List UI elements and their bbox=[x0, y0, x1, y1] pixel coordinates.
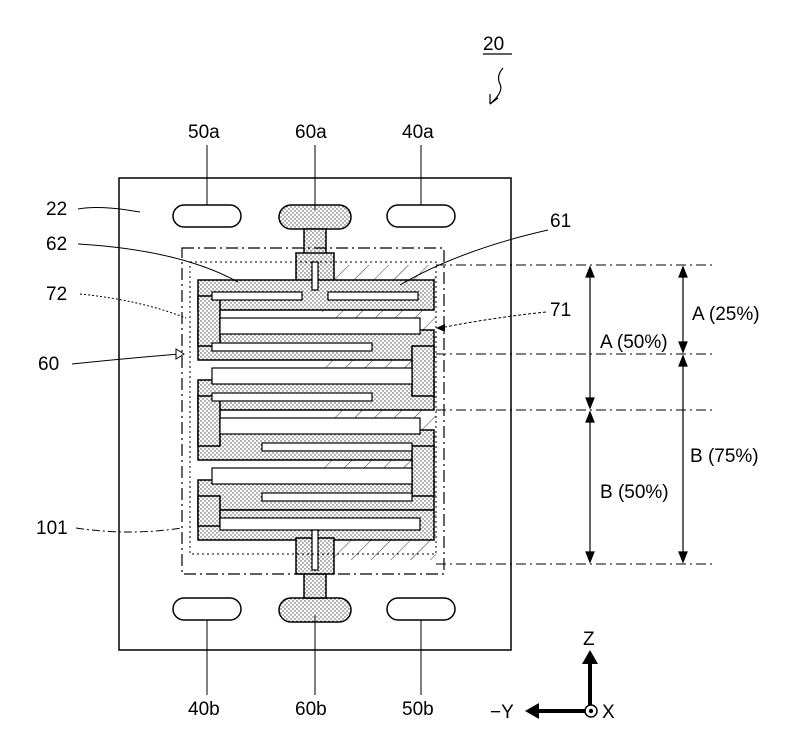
y-arrow bbox=[525, 703, 539, 719]
gap bbox=[212, 368, 412, 384]
label-61: 61 bbox=[550, 211, 571, 232]
label-22: 22 bbox=[46, 199, 67, 220]
label-40a: 40a bbox=[402, 122, 434, 143]
gap bbox=[328, 292, 418, 300]
figure-number: 20 bbox=[483, 34, 504, 55]
gap bbox=[312, 530, 318, 570]
gap bbox=[220, 518, 420, 530]
gap bbox=[262, 443, 412, 451]
label-60a: 60a bbox=[295, 122, 327, 143]
label-60b: 60b bbox=[295, 699, 327, 720]
label-72: 72 bbox=[46, 284, 67, 305]
label-40b: 40b bbox=[188, 699, 220, 720]
gap bbox=[262, 493, 412, 501]
x-axis-label: X bbox=[602, 702, 615, 723]
trace-turn-left-2 bbox=[198, 396, 220, 446]
arrow-head bbox=[490, 94, 498, 104]
label-50b: 50b bbox=[402, 699, 434, 720]
dimension-50-50 bbox=[586, 267, 594, 562]
x-axis-dot bbox=[589, 709, 593, 713]
label-62: 62 bbox=[46, 234, 67, 255]
arrow bbox=[586, 398, 594, 408]
arrow bbox=[586, 412, 594, 422]
arrow bbox=[679, 356, 687, 366]
z-arrow bbox=[582, 650, 598, 664]
dim-label-b50: B (50%) bbox=[600, 482, 669, 503]
label-50a: 50a bbox=[188, 122, 220, 143]
pad-50b bbox=[387, 598, 455, 620]
gap bbox=[220, 418, 420, 434]
label-60: 60 bbox=[38, 354, 59, 375]
pad-40a bbox=[387, 205, 455, 227]
pad-40b bbox=[173, 598, 241, 620]
pad-50a bbox=[173, 205, 241, 227]
gap bbox=[212, 393, 372, 401]
arrow bbox=[586, 267, 594, 277]
arrow bbox=[679, 267, 687, 277]
gap bbox=[312, 262, 318, 290]
gap bbox=[220, 318, 420, 334]
gap bbox=[212, 343, 372, 351]
trace-turn-right-2 bbox=[412, 446, 434, 496]
label-71: 71 bbox=[550, 300, 571, 321]
figure-reference: 20 bbox=[483, 34, 512, 104]
dim-label-b75: B (75%) bbox=[690, 446, 759, 467]
arrow bbox=[679, 342, 687, 352]
bottom-connector bbox=[304, 572, 326, 598]
neg-y-axis-label: −Y bbox=[490, 702, 514, 723]
gap bbox=[212, 292, 302, 300]
dim-label-a50: A (50%) bbox=[600, 332, 668, 353]
dimension-25-75 bbox=[679, 267, 687, 562]
z-axis-label: Z bbox=[583, 629, 595, 650]
gap bbox=[212, 468, 412, 484]
trace-turn-left-1 bbox=[198, 296, 220, 346]
trace-turn-left-3 bbox=[198, 496, 220, 526]
arrow bbox=[679, 552, 687, 562]
label-101: 101 bbox=[36, 518, 68, 539]
dim-label-a25: A (25%) bbox=[692, 304, 760, 325]
trace-turn-right-1 bbox=[412, 346, 434, 396]
arrow bbox=[586, 552, 594, 562]
top-connector bbox=[304, 229, 326, 255]
